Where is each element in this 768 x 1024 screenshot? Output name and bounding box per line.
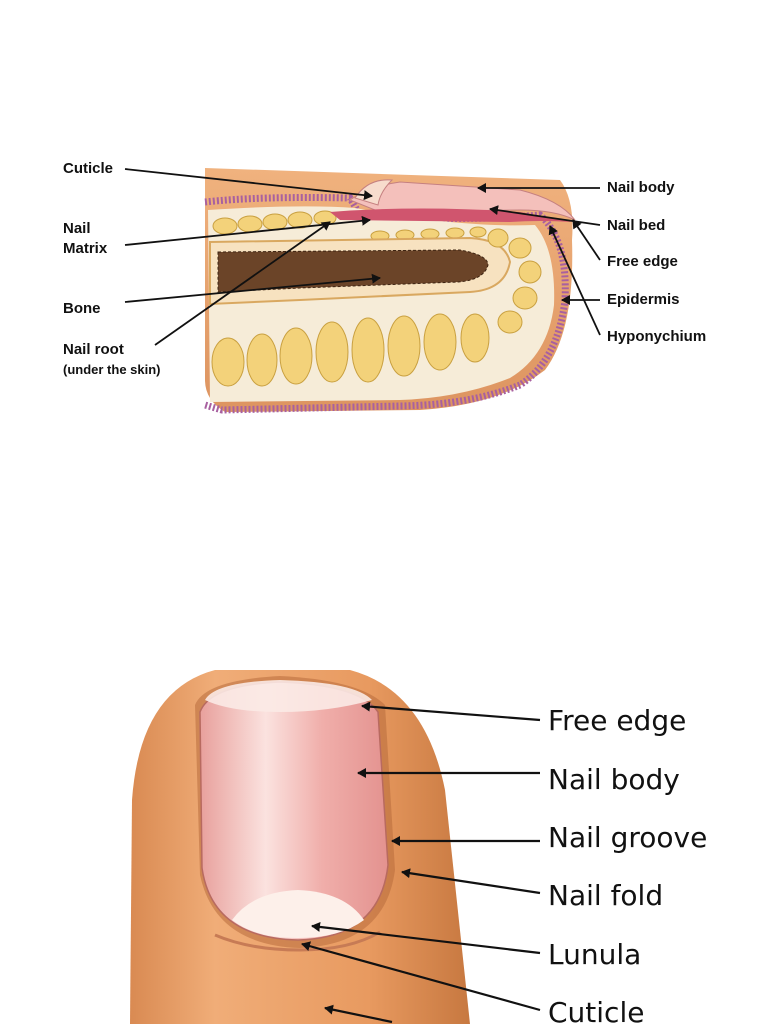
- pointer-cuticle: [124, 168, 373, 201]
- pointer-nail-bed: [489, 205, 601, 226]
- label-nail-root: Nail root: [63, 341, 124, 358]
- label-nail-matrix-line1: Nail: [63, 220, 91, 237]
- label-cuticle: Cuticle: [63, 160, 113, 177]
- pointer-top-free-edge: [361, 701, 541, 722]
- pointer-top-extra: [324, 1004, 393, 1024]
- pointer-top-cuticle: [301, 941, 541, 1012]
- cross-section-labels: Cuticle Nail Matrix Bone Nail root (unde…: [63, 160, 706, 377]
- bone-marrow: [217, 249, 489, 293]
- pointer-hyponychium: [548, 225, 601, 336]
- label-top-cuticle: Cuticle: [548, 996, 644, 1024]
- label-nail-bed: Nail bed: [607, 217, 665, 234]
- label-free-edge: Free edge: [607, 253, 678, 270]
- lunula-top: [232, 890, 364, 938]
- pointer-top-nail-fold: [401, 868, 541, 895]
- label-top-lunula: Lunula: [548, 938, 641, 971]
- top-view-labels: Free edge Nail body Nail groove Nail fol…: [301, 701, 707, 1024]
- top-view-diagram: [130, 670, 470, 1024]
- label-top-nail-body: Nail body: [548, 763, 680, 796]
- label-epidermis: Epidermis: [607, 291, 680, 308]
- pointer-free-edge: [572, 219, 601, 261]
- label-nail-root-note: (under the skin): [63, 362, 161, 377]
- cross-section-diagram: [204, 168, 576, 414]
- pointer-nail-root: [154, 221, 331, 346]
- pointer-bone: [124, 273, 381, 303]
- lower-fat-lobules: [211, 313, 490, 387]
- tip-fat-lobules: [487, 228, 542, 334]
- cuticle-line: [214, 930, 381, 952]
- free-edge-top: [205, 680, 372, 712]
- label-top-nail-groove: Nail groove: [548, 821, 707, 854]
- label-hyponychium: Hyponychium: [607, 328, 706, 345]
- label-bone: Bone: [63, 300, 101, 317]
- pointer-top-lunula: [311, 921, 541, 955]
- label-top-free-edge: Free edge: [548, 704, 686, 737]
- label-nail-body: Nail body: [607, 179, 675, 196]
- label-nail-matrix-line2: Matrix: [63, 240, 108, 257]
- label-top-nail-fold: Nail fold: [548, 879, 663, 912]
